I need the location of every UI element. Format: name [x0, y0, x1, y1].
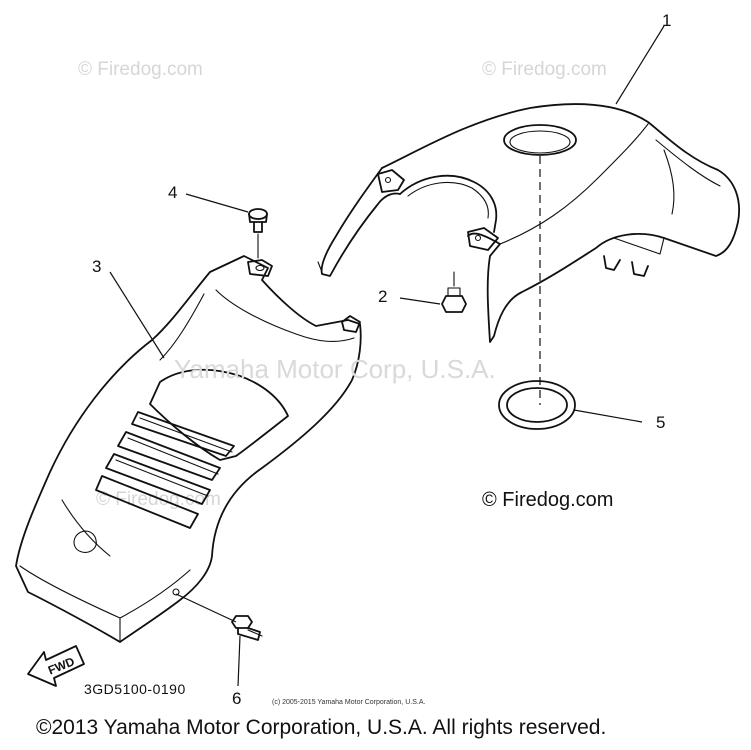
part-3-front-cowl	[15, 255, 362, 643]
part-5-gasket	[498, 380, 576, 430]
leader-2	[399, 297, 441, 305]
brand-mark: © Firedog.com	[482, 489, 613, 511]
leader-6	[237, 635, 241, 687]
watermark-mid-left: © Firedog.com	[96, 489, 221, 510]
callout-6: 6	[232, 689, 241, 708]
part-6-bolt	[231, 615, 263, 641]
footer-copyright: ©2013 Yamaha Motor Corporation, U.S.A. A…	[36, 716, 606, 739]
leader-5	[573, 409, 643, 423]
part-code: 3GD5100-0190	[84, 681, 186, 697]
leader-4	[185, 193, 249, 213]
leader-6-axis	[175, 593, 237, 623]
part-1-tank-cover	[317, 103, 740, 343]
callout-2: 2	[378, 287, 387, 306]
callout-3: 3	[92, 257, 101, 276]
small-copyright: (c) 2005-2015 Yamaha Motor Corporation, …	[272, 699, 425, 706]
watermark-top-left: © Firedog.com	[78, 59, 203, 80]
watermark-top-right: © Firedog.com	[482, 59, 607, 80]
callout-5: 5	[656, 413, 665, 432]
leader-1	[615, 25, 665, 105]
part-4-screw	[248, 208, 268, 259]
callout-4: 4	[168, 183, 177, 202]
part-2-nut	[441, 271, 467, 313]
watermark-center: Yamaha Motor Corp, U.S.A.	[174, 354, 496, 384]
callout-1: 1	[662, 11, 671, 30]
leader-3	[109, 271, 165, 359]
fwd-arrow: FWD	[27, 645, 85, 687]
